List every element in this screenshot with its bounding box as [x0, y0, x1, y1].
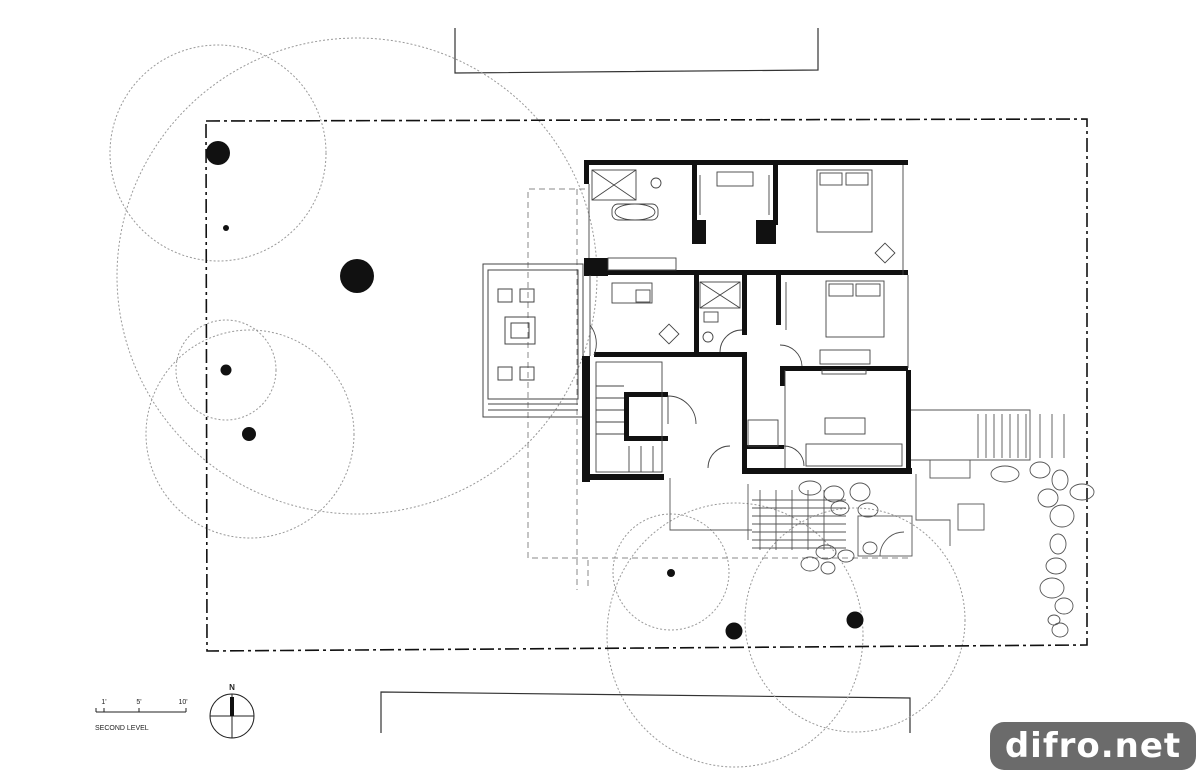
tree-trunk	[725, 622, 743, 640]
tree-canopy	[109, 44, 327, 262]
scale-label-5: 5'	[136, 699, 141, 706]
east-deck-and-stairs	[669, 409, 1065, 557]
tree-trunk	[223, 225, 229, 231]
tree-canopy	[612, 513, 730, 631]
north-arrow-icon: N	[209, 683, 255, 739]
house-walls	[582, 160, 912, 482]
tree-trunk	[340, 259, 374, 293]
neighbor-building-bottom	[380, 691, 911, 733]
tree-canopy	[606, 502, 864, 768]
west-terrace	[482, 263, 584, 418]
house-details	[588, 165, 909, 473]
overhang-outline	[527, 188, 912, 590]
tree-canopies	[109, 37, 966, 768]
tree-trunk	[206, 141, 230, 165]
tree-canopy	[744, 507, 966, 733]
stair-treads	[596, 385, 654, 472]
tree-trunk	[242, 427, 256, 441]
scale-label-1: 1'	[101, 699, 106, 706]
tree-canopy	[145, 329, 355, 539]
landscape-stones	[798, 461, 1095, 638]
tree-trunks	[206, 141, 864, 640]
scale-label-10: 10'	[178, 699, 187, 706]
watermark: difro.net	[990, 722, 1196, 770]
tree-trunk	[667, 569, 675, 577]
tree-trunk	[846, 611, 864, 629]
scale-bar: 1' 5' 10' SECOND LEVEL	[95, 699, 188, 732]
tree-trunk	[220, 364, 232, 376]
tree-canopy	[175, 319, 277, 421]
north-label: N	[229, 683, 235, 692]
neighbor-building-top	[454, 28, 819, 74]
property-line	[205, 118, 1088, 652]
level-title: SECOND LEVEL	[95, 725, 149, 732]
